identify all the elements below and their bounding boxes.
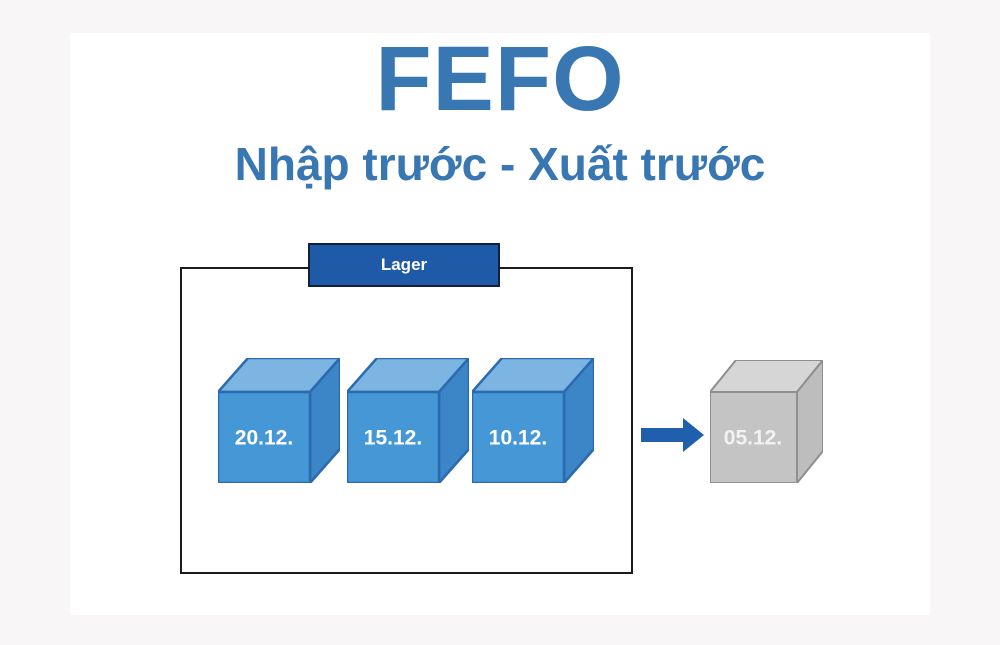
arrow-right-glyph [641, 418, 704, 452]
page-subtitle: Nhập trước - Xuất trước [234, 138, 766, 190]
cube-icon: 15.12. [347, 358, 469, 483]
arrow-right-icon [641, 417, 705, 453]
inventory-cube-1: 20.12. [218, 358, 340, 483]
cube-front-face [218, 390, 312, 483]
slide-canvas: FEFO Nhập trước - Xuất trước Lager 20.12… [70, 33, 930, 615]
cube-date-label: 10.12. [489, 427, 547, 450]
cube-date-label: 15.12. [364, 427, 422, 450]
inventory-cube-3: 10.12. [472, 358, 594, 483]
cube-icon: 10.12. [472, 358, 594, 483]
warehouse-label: Lager [380, 255, 428, 274]
inventory-cube-2: 15.12. [347, 358, 469, 483]
arrow-shape [641, 418, 704, 452]
cube-icon: 20.12. [218, 358, 340, 483]
outgoing-cube: 05.12. [710, 360, 823, 483]
cube-date-label: 05.12. [724, 427, 782, 450]
cube-front-face [347, 390, 441, 483]
cube-front-face [710, 391, 798, 483]
cube-date-label: 20.12. [235, 427, 293, 450]
cube-front-face [472, 390, 566, 483]
warehouse-label-box: Lager [308, 243, 500, 287]
page-title: FEFO [375, 28, 625, 130]
cube-icon: 05.12. [710, 360, 823, 483]
